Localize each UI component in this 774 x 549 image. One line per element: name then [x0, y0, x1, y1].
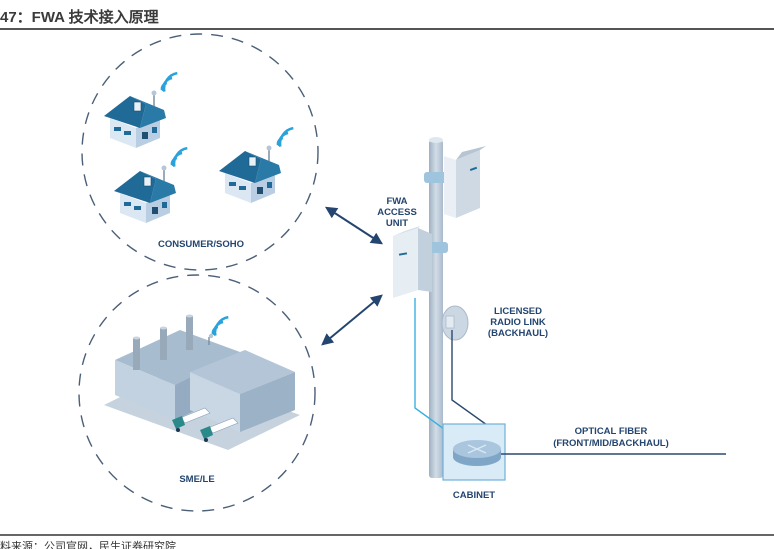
radio-link-label: LICENSED RADIO LINK (BACKHAUL)	[488, 306, 548, 339]
wifi-signal-icon	[168, 146, 192, 169]
radio-link-dish	[441, 305, 469, 341]
consumer-dashed-boundary	[81, 33, 319, 271]
svg-text:(BACKHAUL): (BACKHAUL)	[488, 328, 548, 339]
truck-icon	[200, 417, 239, 442]
consumer-link-arrow	[324, 206, 384, 245]
fwa-access-unit-label: FWA ACCESS UNIT	[377, 196, 417, 229]
footer-divider	[0, 534, 774, 536]
optical-fiber-label: OPTICAL FIBER (FRONT/MID/BACKHAUL)	[553, 426, 669, 449]
antenna-unit-upper	[444, 146, 486, 218]
svg-text:ACCESS: ACCESS	[377, 207, 417, 218]
house-icon	[218, 144, 282, 204]
figure-title: 47：FWA 技术接入原理	[0, 9, 159, 26]
wifi-signal-icon	[158, 71, 182, 94]
truck-icon	[172, 407, 211, 432]
svg-text:UNIT: UNIT	[386, 218, 408, 229]
cabinet	[442, 423, 506, 481]
svg-text:OPTICAL FIBER: OPTICAL FIBER	[575, 426, 648, 437]
cabinet-label: CABINET	[453, 490, 495, 501]
fwa-access-unit	[393, 226, 432, 298]
svg-text:FWA: FWA	[386, 196, 407, 207]
house-icon	[103, 89, 167, 149]
consumer-soho-label: CONSUMER/SOHO	[158, 239, 244, 250]
wifi-signal-icon	[209, 315, 233, 338]
svg-text:LICENSED: LICENSED	[494, 306, 542, 317]
enterprise-link-arrow	[321, 294, 383, 346]
sme-le-label: SME/LE	[179, 474, 214, 485]
svg-text:RADIO LINK: RADIO LINK	[490, 317, 546, 328]
svg-text:(FRONT/MID/BACKHAUL): (FRONT/MID/BACKHAUL)	[553, 438, 669, 449]
consumer-soho-group: CONSUMER/SOHO	[81, 33, 319, 271]
wifi-signal-icon	[274, 126, 298, 149]
title-divider	[0, 28, 774, 30]
fwa-diagram: CONSUMER/SOHO	[78, 33, 726, 512]
sme-le-group: SME/LE	[78, 274, 316, 512]
enterprise-dashed-boundary	[78, 274, 316, 512]
source-note: 料来源：公司官网，民生证券研究院	[0, 541, 176, 549]
house-icon	[113, 164, 177, 224]
